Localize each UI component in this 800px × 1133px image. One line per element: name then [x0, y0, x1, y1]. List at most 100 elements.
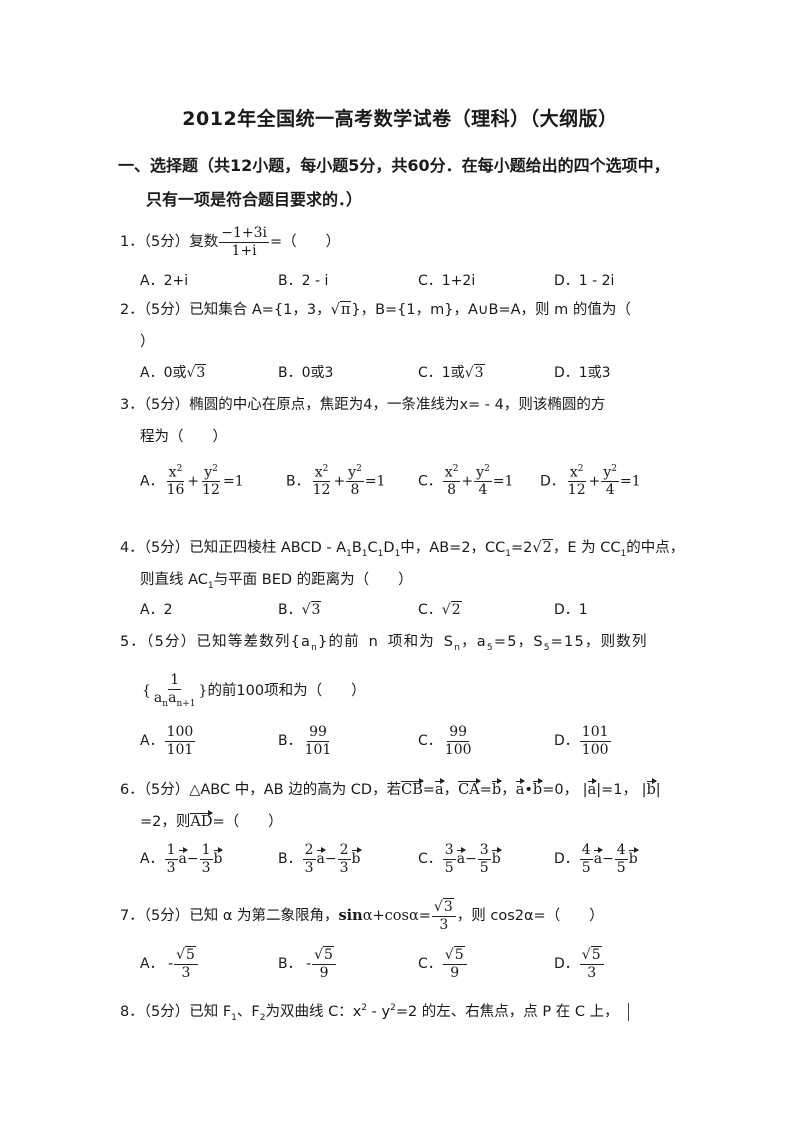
question-score: （5分） — [143, 234, 190, 251]
var-y: y — [204, 464, 213, 481]
vector-ad: AD — [190, 810, 214, 830]
exponent: 2 — [322, 464, 329, 474]
fraction-denominator: anan+1 — [152, 690, 198, 709]
fraction-numerator: 99 — [447, 724, 470, 742]
question-score: （5分） — [143, 782, 190, 798]
stem-part: 的前100项和为（ ） — [207, 682, 366, 699]
fraction-denominator: 12 — [202, 482, 220, 499]
question-score: （5分） — [143, 908, 190, 925]
subscript: 1 — [505, 548, 512, 559]
stem-part: - y — [367, 1004, 391, 1020]
option-2b: B．0或3 — [278, 365, 334, 381]
fraction-numerator: y2 — [601, 464, 619, 483]
fraction-denominator: 101 — [166, 741, 194, 758]
sqrt-radicand: 5 — [590, 946, 602, 963]
var-y: y — [476, 464, 485, 481]
var-y: y — [348, 464, 357, 481]
vector-a: a — [593, 847, 604, 868]
sqrt: √5 — [444, 946, 465, 963]
fraction-numerator: x2 — [166, 464, 185, 483]
option-1d: D．1 - 2i — [554, 273, 615, 289]
section-heading-line2: 只有一项是符合题目要求的．） — [146, 190, 363, 209]
sqrt: √3 — [301, 601, 322, 618]
sqrt-radicand: 3 — [473, 364, 485, 381]
fraction-denominator: 5 — [581, 859, 591, 876]
var-x: x — [444, 464, 453, 481]
option-1c: C．1+2i — [418, 273, 476, 289]
sqrt-radicand: 5 — [185, 946, 196, 963]
question-stem: 已知 α 为第二象限角， — [189, 908, 339, 925]
sqrt-radicand: 2 — [450, 601, 462, 618]
fraction-numerator: y2 — [346, 464, 364, 483]
option-2a: A．0或√3 — [140, 362, 207, 382]
subscript: 1 — [361, 548, 368, 559]
subscript: 2 — [259, 1012, 266, 1023]
option-1a: A．2+i — [140, 273, 189, 289]
fraction-denominator: 12 — [567, 482, 586, 499]
exponent: 2 — [356, 464, 362, 474]
question-score: （5分） — [143, 302, 190, 318]
stem-part: =0， — [542, 782, 579, 798]
sqrt: √5 — [314, 946, 334, 963]
stem-part: =15，则数列 — [550, 634, 648, 650]
question-6: 6．（5分）△ABC 中，AB 边的高为 CD，若CB=a，CA=b，a•b=0… — [120, 778, 661, 798]
question-2: 2．（5分）已知集合 A={1，3，√π}，B={1，m}，A∪B=A，则 m … — [120, 298, 631, 319]
question-6-line2: =2，则AD=（ ） — [140, 810, 283, 831]
question-stem: 已知 F — [189, 1004, 232, 1020]
fraction-numerator: √5 — [442, 946, 467, 965]
stem-part: 为双曲线 C：x — [265, 1004, 362, 1020]
stem-part: ，E 为 CC — [552, 540, 621, 556]
subscript: 5 — [486, 642, 494, 653]
fraction-numerator: x2 — [312, 464, 331, 483]
exponent: 2 — [176, 464, 183, 474]
question-number: 1． — [120, 234, 144, 251]
stem-part: B — [351, 540, 362, 556]
question-3: 3．（5分）椭圆的中心在原点，焦距为4，一条准线为x= - 4，则该椭圆的方 — [120, 393, 605, 414]
fraction-numerator: 3 — [442, 842, 456, 860]
option-label: C． — [418, 733, 442, 750]
subscript: 1 — [377, 548, 384, 559]
vector-a: a — [456, 847, 467, 868]
vector-b: b — [628, 847, 639, 868]
question-score: （5分） — [146, 634, 197, 650]
vector-a: a — [435, 778, 445, 798]
alpha: α — [362, 908, 373, 925]
question-5: 5．（5分）已知等差数列{an}的前 n 项和为 Sn，a5=5，S5=15，则… — [120, 630, 648, 653]
question-number: 7． — [120, 908, 144, 925]
option-label: A． — [140, 956, 164, 973]
vector-b: b — [351, 847, 362, 868]
question-score: （5分） — [143, 1004, 190, 1020]
fraction-denominator: 9 — [319, 964, 329, 981]
subscript: n — [311, 642, 319, 653]
fraction-numerator: 1 — [199, 842, 213, 860]
option-label: B． — [286, 473, 310, 490]
fraction-denominator: 4 — [478, 482, 488, 499]
question-score: （5分） — [143, 397, 190, 413]
vector-a: a — [515, 778, 525, 798]
vector-cb: CB — [401, 778, 424, 798]
option-label: D． — [554, 956, 579, 973]
question-4: 4．（5分）已知正四棱柱 ABCD - A1B1C1D1中，AB=2，CC1=2… — [120, 536, 684, 559]
sqrt-radicand: 5 — [323, 946, 334, 963]
equals-one: =1 — [492, 473, 514, 490]
